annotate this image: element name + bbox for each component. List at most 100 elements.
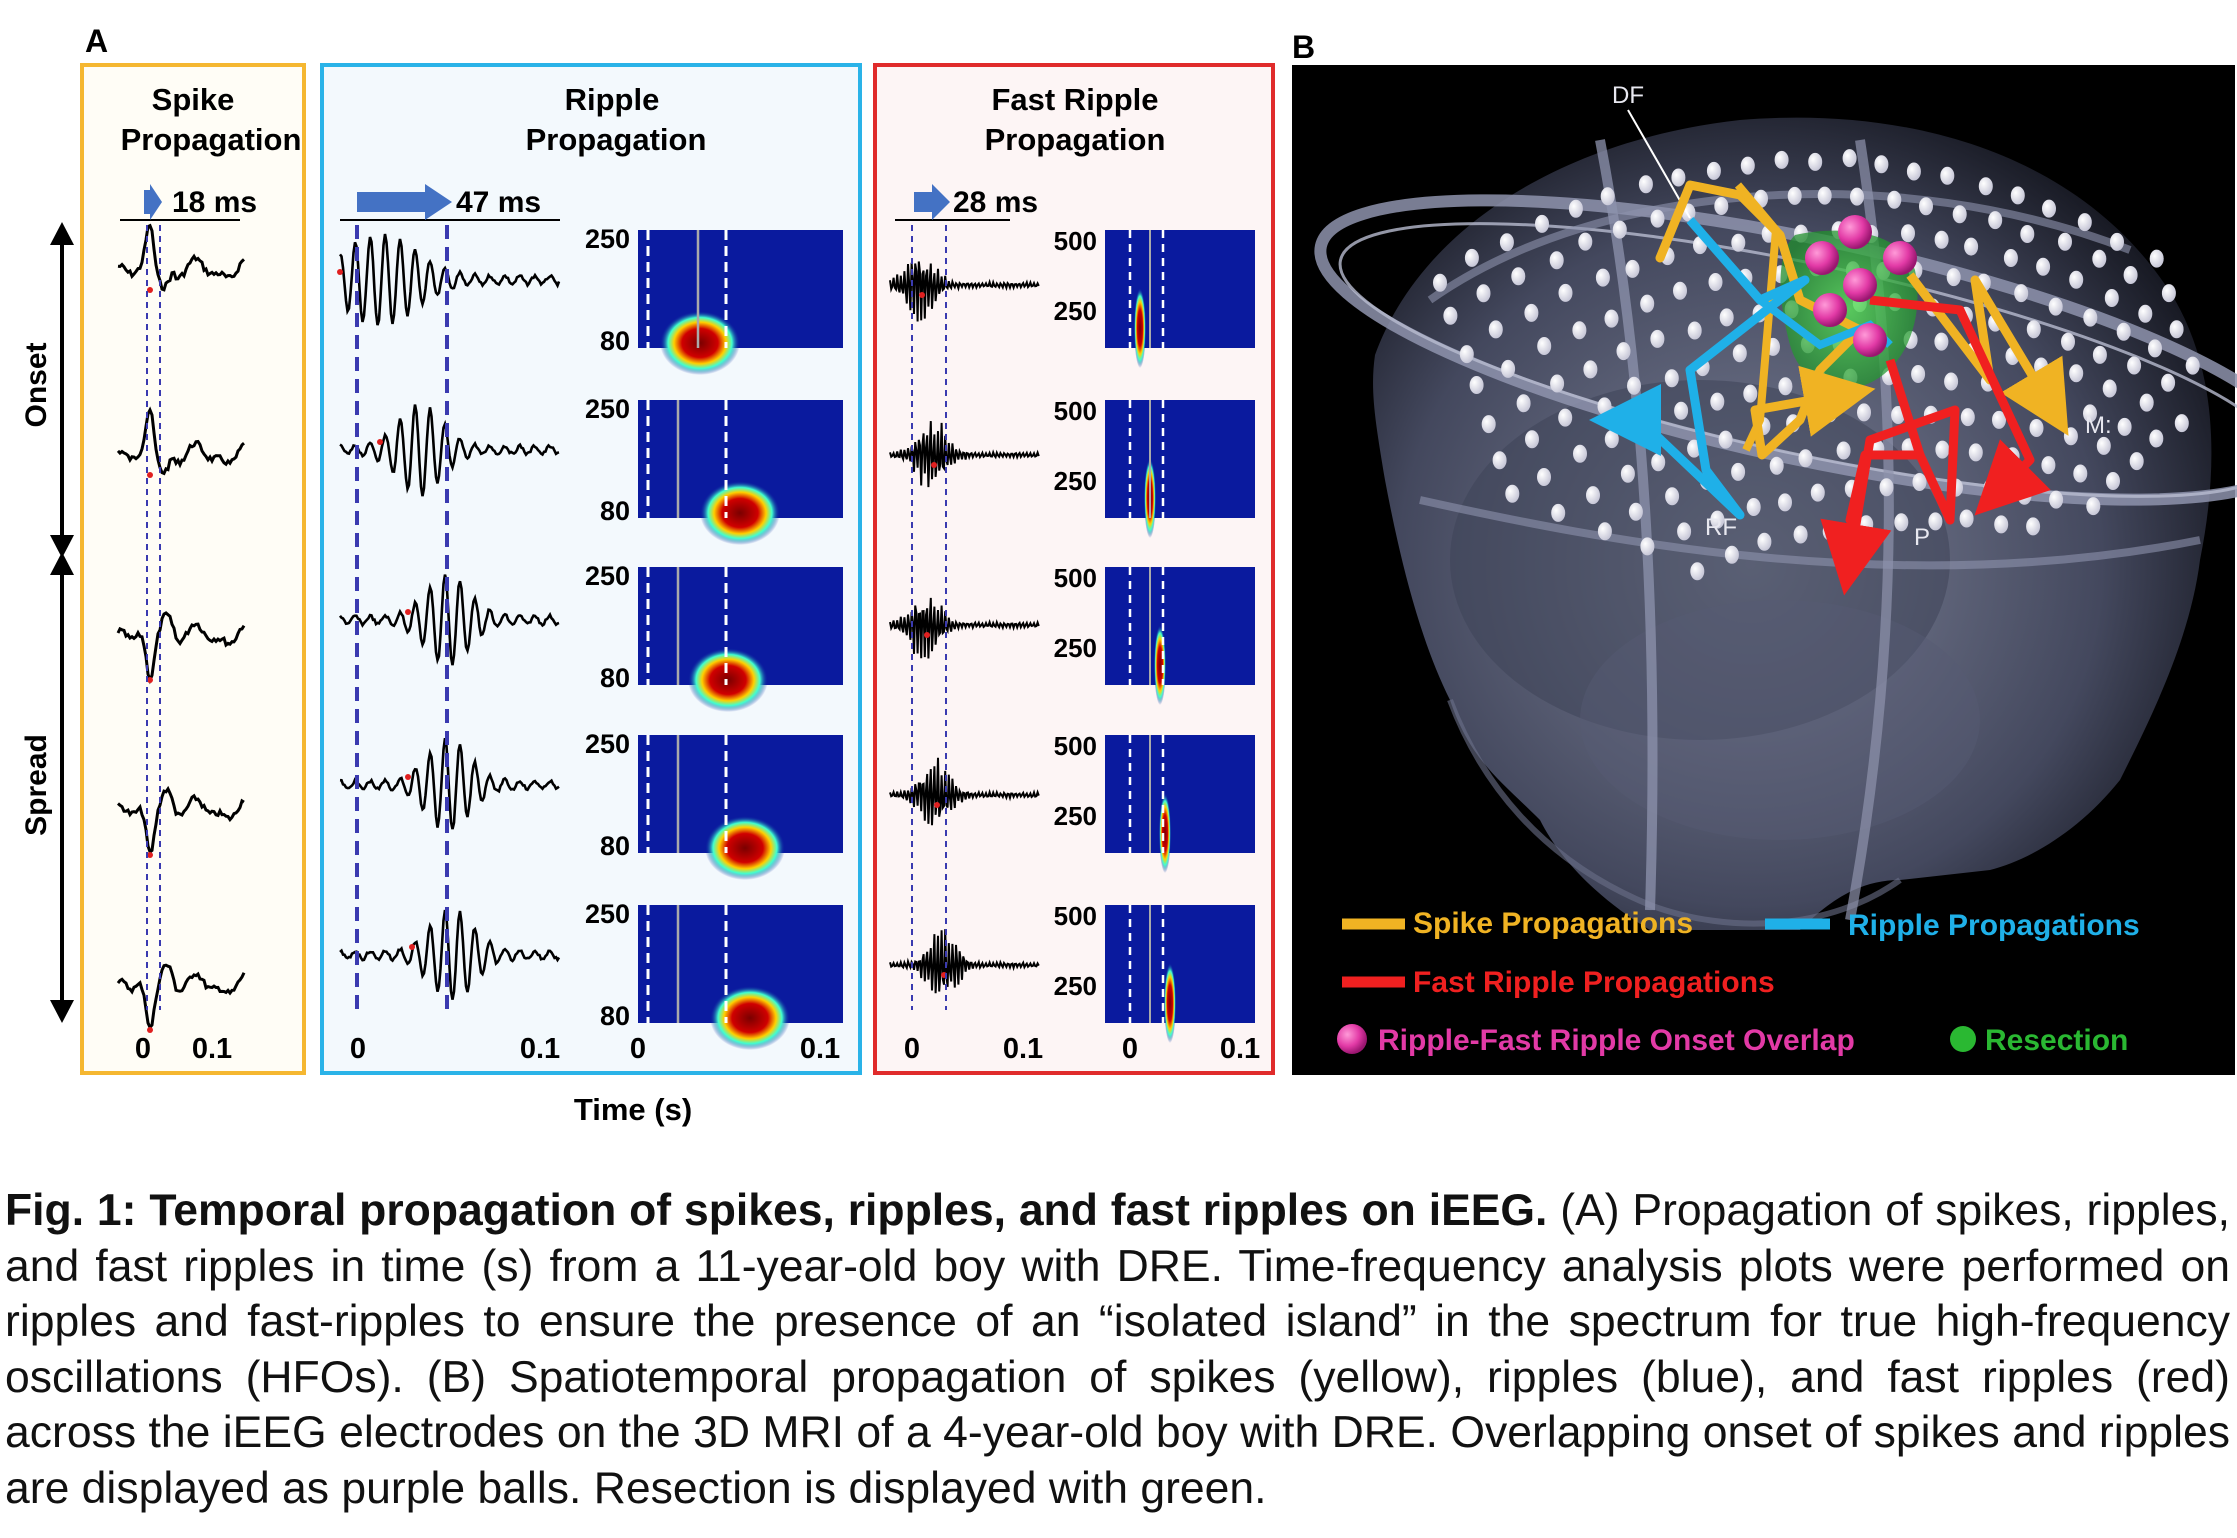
panel-b-label: B <box>1292 29 1315 65</box>
fast-tf-xtick-1: 0.1 <box>1220 1033 1260 1065</box>
electrode <box>2016 384 2031 403</box>
fast-ripple-trace <box>889 421 1040 488</box>
electrode <box>1934 230 1949 249</box>
electrode <box>1842 149 1857 168</box>
ripple-marker <box>409 944 415 950</box>
fast-ripple-title-1: Fast Ripple <box>991 82 1158 117</box>
electrode <box>1525 430 1539 449</box>
electrode <box>1988 211 2003 230</box>
electrode <box>1558 408 1573 427</box>
electrode <box>2003 249 2018 267</box>
electrode <box>2042 199 2056 218</box>
caption-body: (A) Propagation of spikes, ripples, and … <box>5 1186 2230 1513</box>
electrode-label-m: M: <box>2085 412 2112 439</box>
electrode <box>2017 486 2032 505</box>
fast-ripple-trace <box>889 261 1040 322</box>
electrode <box>2149 249 2164 268</box>
fast-tf-freq-low: 250 <box>1054 633 1097 663</box>
ripple-tf-freq-low: 80 <box>600 496 630 526</box>
ripple-trace <box>338 233 561 326</box>
electrode <box>1488 320 1503 339</box>
electrode <box>1627 376 1641 395</box>
electrode <box>1687 321 1702 340</box>
electrode <box>1968 443 1983 462</box>
electrode <box>1537 468 1551 486</box>
electrode <box>1625 259 1640 278</box>
electrode <box>1501 359 1516 378</box>
electrode <box>1732 344 1747 363</box>
fast-ripple-propagation-path <box>1869 295 2051 516</box>
electrode <box>2049 490 2064 509</box>
electrode <box>1731 462 1746 481</box>
fast-tf-freq-high: 500 <box>1054 731 1097 761</box>
spike-xtick-0: 0 <box>135 1033 151 1065</box>
electrode <box>1708 273 1723 291</box>
electrode <box>2161 373 2176 392</box>
ripple-tf-blob <box>660 311 740 375</box>
fast-ripple-traces <box>889 261 1040 994</box>
ripple-traces <box>337 233 561 1000</box>
electrode <box>1464 248 1479 267</box>
electrode <box>2096 436 2111 455</box>
ripple-marker <box>405 609 411 615</box>
fast-tf-background <box>1105 230 1255 348</box>
fast-ripple-trace <box>889 929 1040 994</box>
spike-trace <box>116 406 245 476</box>
electrode <box>1677 522 1692 541</box>
electrode <box>1911 365 1926 383</box>
ripple-tf-freq-high: 250 <box>585 394 630 424</box>
electrode <box>1718 430 1733 449</box>
electrode <box>1928 512 1943 531</box>
electrode <box>1906 162 1921 181</box>
electrode <box>1443 306 1458 325</box>
ripple-marker <box>377 439 383 445</box>
electrode <box>1706 161 1721 180</box>
electrode <box>1628 502 1643 521</box>
electrode <box>1604 309 1619 328</box>
ripple-tf-xtick-1: 0.1 <box>800 1033 840 1065</box>
electrode <box>2169 320 2184 339</box>
ripple-marker <box>405 774 411 780</box>
electrode <box>1793 525 1808 544</box>
electrode <box>1551 503 1566 522</box>
ripple-tf-xtick-0: 0 <box>630 1033 646 1065</box>
fast-tf-freq-high: 500 <box>1054 226 1097 256</box>
ripple-trace <box>339 909 561 1000</box>
fast-tf-freq-high: 500 <box>1054 901 1097 931</box>
electrode <box>1946 268 1961 287</box>
electrode <box>1808 152 1823 171</box>
electrode <box>2020 225 2035 243</box>
electrode <box>1983 478 1998 497</box>
electrode <box>1600 187 1615 206</box>
electrode <box>1568 199 1583 218</box>
ripple-marker <box>337 269 343 275</box>
electrode <box>1901 224 1915 243</box>
electrode <box>2083 404 2097 423</box>
electrode <box>1964 237 1979 256</box>
spike-marker <box>147 852 153 858</box>
electrode <box>2149 429 2164 448</box>
electrode <box>2036 257 2051 276</box>
electrode <box>1638 175 1653 194</box>
spike-marker <box>147 677 153 683</box>
fast-ripple-marker <box>919 292 925 298</box>
electrode <box>2073 464 2088 483</box>
legend-overlap: Ripple-Fast Ripple Onset Overlap <box>1378 1024 1855 1057</box>
electrode <box>1620 464 1635 483</box>
electrode <box>1944 372 1959 391</box>
electrode <box>1940 166 1955 185</box>
onset-overlap-ball <box>1843 268 1877 302</box>
ripple-title-1: Ripple <box>565 82 660 117</box>
electrode <box>2077 213 2092 232</box>
ripple-tf-freq-high: 250 <box>585 561 630 591</box>
electrode-label-rf: RF <box>1705 514 1737 541</box>
fast-ripple-marker <box>931 462 937 468</box>
electrode <box>1894 513 1909 532</box>
electrode <box>1710 510 1725 529</box>
electrode <box>1650 209 1665 228</box>
electrode <box>1674 401 1689 420</box>
electrode <box>1459 345 1474 364</box>
fast-tf-background <box>1105 905 1255 1023</box>
